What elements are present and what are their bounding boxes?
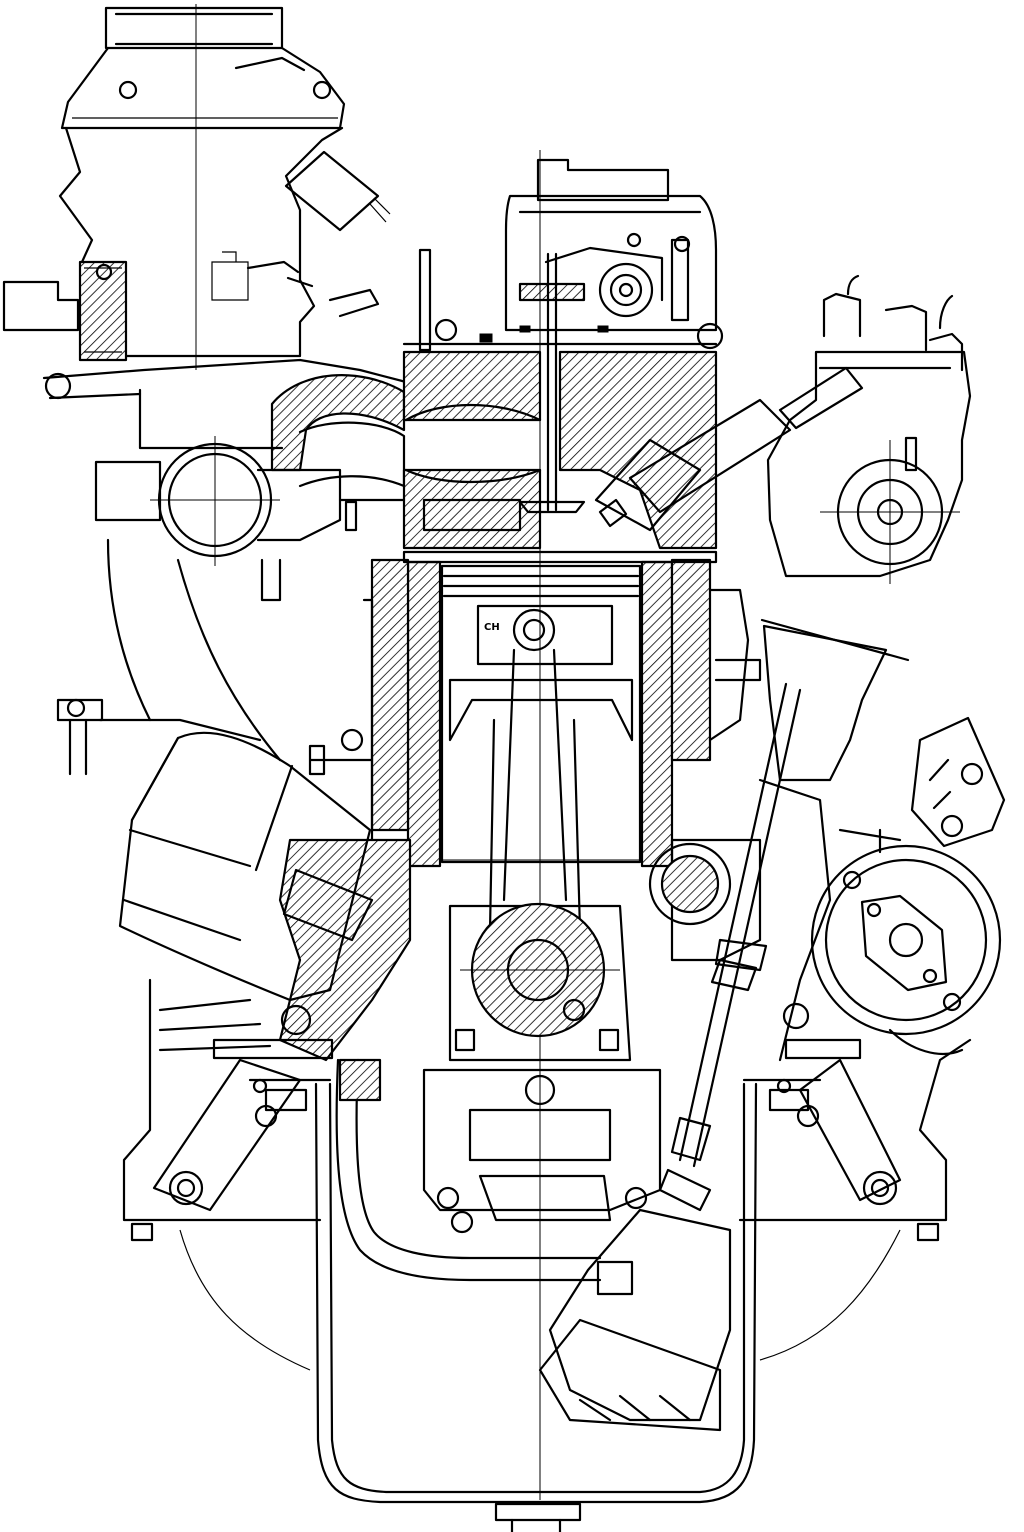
cylinder-head [402, 150, 724, 1500]
engine-block [122, 498, 972, 1222]
distributor [760, 274, 972, 782]
engine-mounts [130, 1058, 940, 1242]
dipstick-and-sender [538, 682, 802, 1432]
intake-manifold [42, 358, 408, 776]
spark-plug [594, 366, 864, 532]
piston-assembly: СН [370, 550, 718, 1062]
fasteners [252, 232, 792, 1106]
fuel-pump [810, 716, 1006, 1055]
piston-marking-label: СН [484, 622, 500, 633]
oil-pump [335, 1058, 662, 1296]
oil-filter [118, 731, 372, 1002]
carburetor-assembly [2, 4, 391, 370]
